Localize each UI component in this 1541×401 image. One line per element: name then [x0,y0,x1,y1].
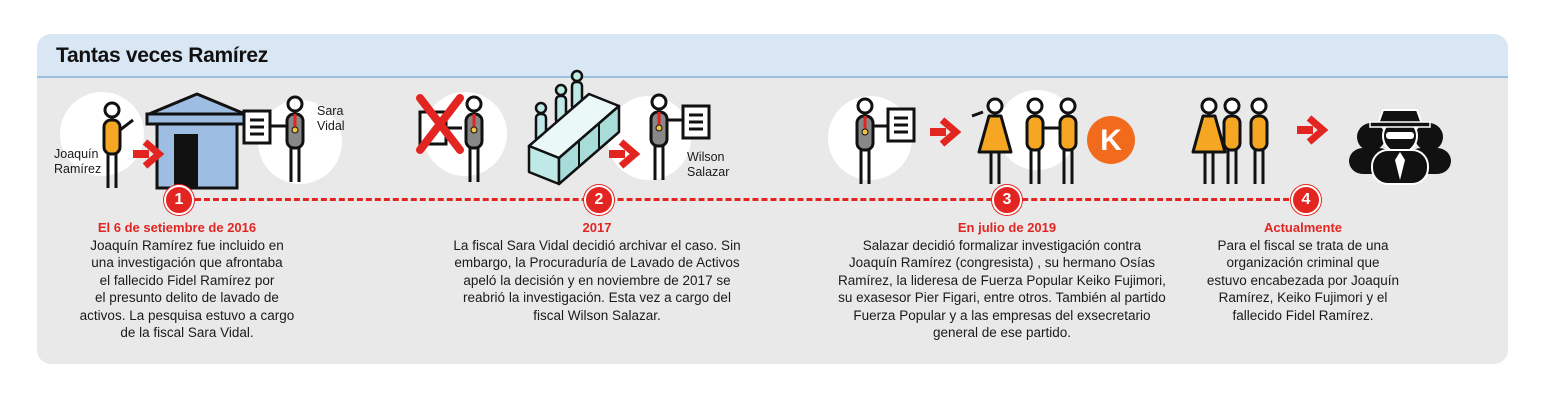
infographic-card: Tantas veces Ramírez [37,34,1508,364]
document-icon [242,109,272,145]
building-icon [145,92,249,190]
criminal-organization-icon [1349,109,1451,185]
header-bar: Tantas veces Ramírez [37,34,1508,78]
step-1-number: 1 [164,185,194,215]
courtroom-bench-icon [527,69,621,186]
step-3-date: En julio de 2019 [957,220,1057,235]
spotlight-circle [60,92,144,176]
crossed-document-icon [416,94,464,154]
scene-4-illustration [1191,97,1451,186]
scene-2-illustration [416,69,711,186]
step-4-number: 4 [1291,185,1321,215]
person-figure-icon [1025,97,1045,186]
scene-1-illustration [60,92,342,190]
arrow-icon [930,120,956,144]
person-figure-icon [1222,97,1242,186]
woman-figure-icon [1191,97,1227,186]
svg-text:K: K [1100,124,1122,157]
document-icon [886,107,916,143]
step-2-text: La fiscal Sara Vidal decidió archivar el… [453,238,741,323]
person-figure-icon [1058,97,1078,186]
timeline-line [177,198,1307,201]
step-4-date: Actualmente [1263,220,1343,235]
step-2-date: 2017 [582,220,612,235]
scene-3-illustration: K [828,90,1135,186]
step-3-text: Salazar decidió formalizar investigación… [838,238,1166,341]
step-2-number: 2 [584,185,614,215]
page-title: Tantas veces Ramírez [56,44,268,67]
step-3-number: 3 [992,185,1022,215]
fuerza-popular-logo-icon: K [1087,116,1135,164]
step-1-date: El 6 de setiembre de 2016 [97,220,257,235]
illustration-layer: K [60,69,1451,190]
document-icon [681,104,711,140]
arrow-icon [1297,118,1323,142]
person-figure-icon [1249,97,1269,186]
